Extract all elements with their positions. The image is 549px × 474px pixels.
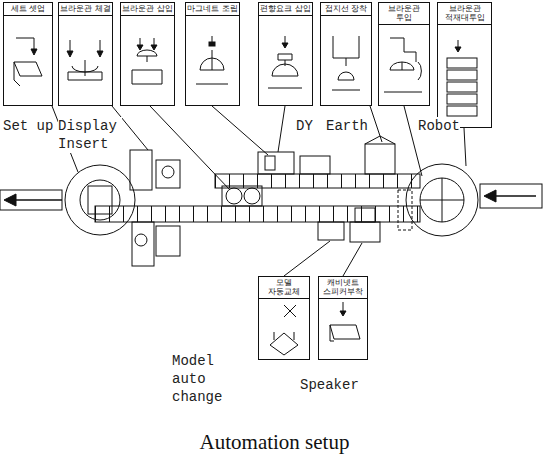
- leader-lines: [52, 106, 466, 276]
- station-box: 마그네트 조립: [185, 2, 240, 106]
- station-box: 캐비넷트 스피커부착: [318, 276, 368, 360]
- station-title: 접지선 장착: [321, 3, 371, 16]
- station-box: 브라운관 적재대투입: [437, 2, 492, 128]
- station-box: 편향요크 삽입: [258, 2, 313, 106]
- station-label: Earth: [326, 117, 368, 135]
- station-box: 브라운관 투입: [378, 2, 430, 106]
- station-label: Robot: [418, 117, 460, 135]
- station-label: DY: [296, 117, 313, 135]
- station-box: 모델 자동교체: [258, 276, 310, 360]
- station-label: Speaker: [300, 376, 359, 394]
- station-label: Model auto change: [172, 352, 232, 407]
- station-title: 캐비넷트 스피커부착: [319, 277, 367, 299]
- station-title: 모델 자동교체: [259, 277, 309, 299]
- conveyor-line: [0, 136, 542, 266]
- station-title: 마그네트 조립: [186, 3, 239, 16]
- pictograms: [14, 36, 477, 355]
- figure-caption: Automation setup: [0, 430, 549, 455]
- station-label: Set up: [3, 117, 53, 135]
- station-box: 브라운관 체결: [58, 2, 113, 106]
- station-title: 세트 셋업: [4, 3, 52, 16]
- station-title: 브라운관 투입: [379, 3, 429, 25]
- station-box: 접지선 장착: [320, 2, 372, 106]
- station-title: 편향요크 삽입: [259, 3, 312, 16]
- station-box: 세트 셋업: [3, 2, 53, 106]
- station-label: Display Insert: [58, 117, 122, 153]
- station-title: 브라운관 체결: [59, 3, 112, 16]
- station-title: 브라운관 적재대투입: [438, 3, 491, 25]
- station-box: 브라운관 삽입: [120, 2, 175, 106]
- station-title: 브라운관 삽입: [121, 3, 174, 16]
